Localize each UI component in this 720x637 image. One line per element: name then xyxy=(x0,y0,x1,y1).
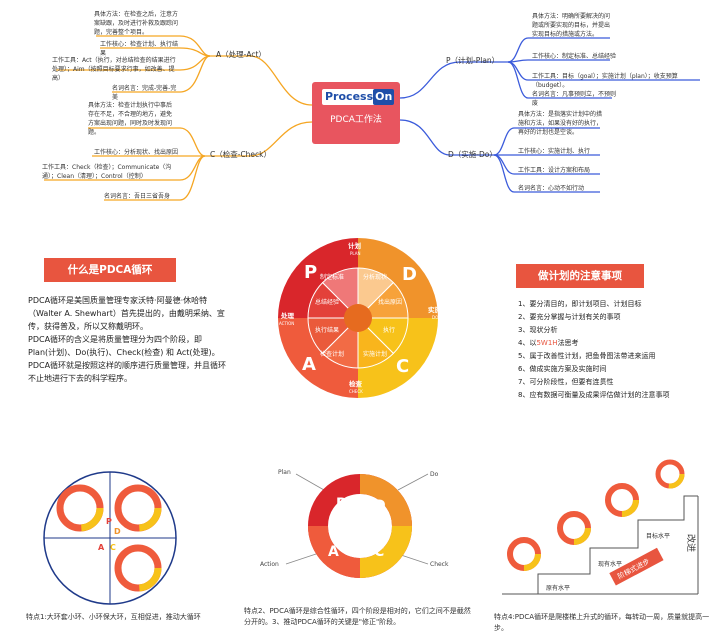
feature2-diagram: Plan Do Check Action P D C A xyxy=(256,462,456,602)
feature4-caption: 特点4:PDCA循环是爬楼梯上升式的循环，每转动一周，质量就提高一步。 xyxy=(494,612,716,634)
branch-c-label[interactable]: C（检查-Check） xyxy=(210,149,271,160)
wheel-inner-label-2: 分析现状 xyxy=(363,273,387,281)
feature1-diagram: P D A C xyxy=(30,468,190,608)
what-is-pdca-header: 什么是PDCA循环 xyxy=(44,258,176,282)
wheel-letter-d: D xyxy=(402,264,417,285)
plan-note-item: 5、属于改善性计划，把鱼骨图法带进来运用 xyxy=(518,350,708,363)
branch-p-item-tools: 工作工具：目标（goal）；实施计划（plan）；收支预算（budget）。 xyxy=(532,72,708,90)
what-is-pdca-body: PDCA循环是美国质量管理专家沃特·阿曼德·休哈特（Walter A. Shew… xyxy=(28,294,228,385)
branch-p-item-core: 工作核心：制定标准、总结经验 xyxy=(532,52,616,61)
logo-text-on: On xyxy=(373,89,394,105)
plan-note-item: 4、以5W1H法思考 xyxy=(518,337,708,350)
branch-d-item-method: 具体方法：是指落实计划中的措施和方法，如果没有好的执行，再好的计划也是空谈。 xyxy=(518,110,602,137)
plan-note-item: 1、要分清目的，即计划项目、计划目标 xyxy=(518,298,708,311)
feature2-label-do: Do xyxy=(430,471,439,478)
plan-note-item: 7、可分阶段性，但要有连贯性 xyxy=(518,376,708,389)
feature2-letter-a: A xyxy=(328,544,339,560)
wheel-label-do-en: DO xyxy=(432,315,438,320)
feature4-level-2: 现有水平 xyxy=(598,560,622,568)
wheel-inner-label-1: 制定标准 xyxy=(320,273,344,281)
branch-c-item-quote: 名词名言：吾日三省吾身 xyxy=(104,192,180,201)
branch-c-item-core: 工作核心：分析现状、找出原因 xyxy=(94,148,180,157)
feature2-letter-d: D xyxy=(374,498,386,514)
branch-d-item-tools: 工作工具：设计方案和布局 xyxy=(518,166,602,175)
wheel-inner-label-7: 执行结果 xyxy=(315,326,339,334)
wheel-label-action-cn: 处理 xyxy=(280,311,295,320)
plan-note-item: 8、应有数据可衡量及成果评估做计划的注意事项 xyxy=(518,389,708,402)
branch-c-item-tools: 工作工具：Check（检查）；Communicate（沟通）；Clean（清理）… xyxy=(42,163,180,181)
what-is-paragraph-1: PDCA循环是美国质量管理专家沃特·阿曼德·休哈特（Walter A. Shew… xyxy=(28,294,228,333)
feature1-letter-c: C xyxy=(110,543,116,552)
wheel-label-do-cn: 实施 xyxy=(428,305,442,314)
plan-note-item: 6、做成实施方案及实施时间 xyxy=(518,363,708,376)
feature1-caption: 特点1:大环套小环、小环保大环，互相促进，推动大循环 xyxy=(26,612,236,623)
feature4-side-label: 改进 xyxy=(685,534,697,552)
plan-note-item: 3、现状分析 xyxy=(518,324,708,337)
feature2-letter-c: C xyxy=(374,544,384,560)
branch-p-label[interactable]: P（计划-Plan） xyxy=(446,55,499,66)
wheel-inner-label-4: 执行 xyxy=(383,326,395,334)
wheel-label-action-en: ACTION xyxy=(279,321,294,326)
wheel-inner-label-5: 实施计划 xyxy=(363,350,387,358)
plan-notes-list: 1、要分清目的，即计划项目、计划目标 2、要充分掌握与计划有关的事项 3、现状分… xyxy=(518,298,708,402)
what-is-paragraph-3: PDCA循环就是按照这样的顺序进行质量管理，并且循环不止地进行下去的科学程序。 xyxy=(28,359,228,385)
feature1-letter-a: A xyxy=(98,543,105,552)
logo-text-process: Process xyxy=(325,89,373,105)
branch-d-item-quote: 名词名言：心动不如行动 xyxy=(518,184,602,193)
wheel-label-check-en: CHECK xyxy=(349,389,363,394)
branch-a-item-tools: 工作工具：Act（执行，对总结检查的结果进行处理）；Aim（按照目标要求行事，如… xyxy=(52,56,180,83)
branch-d-item-core: 工作核心：实施计划、执行 xyxy=(518,147,602,156)
wheel-hub xyxy=(344,304,372,332)
note-highlight: 5W1H xyxy=(536,339,557,347)
feature1-letter-d: D xyxy=(114,527,121,536)
wheel-label-check-cn: 检查 xyxy=(349,379,363,388)
plan-notes-header: 做计划的注意事项 xyxy=(516,264,644,288)
wheel-inner-label-8: 总结经验 xyxy=(315,298,339,306)
branch-a-label[interactable]: A（处理-Act） xyxy=(216,49,266,60)
feature2-letter-p: P xyxy=(336,496,346,512)
wheel-inner-label-3: 找出原因 xyxy=(378,298,402,306)
feature2-label-action: Action xyxy=(260,561,279,568)
feature4-level-3: 目标水平 xyxy=(646,532,670,540)
wheel-letter-a: A xyxy=(302,354,316,375)
feature2-caption: 特点2、PDCA循环是综合性循环，四个阶段是相对的，它们之间不是截然分开的。3、… xyxy=(244,606,474,628)
feature1-letter-p: P xyxy=(106,517,112,526)
feature2-label-plan: Plan xyxy=(278,469,291,476)
wheel-label-plan-cn: 计划 xyxy=(348,241,362,250)
branch-a-item-method: 具体方法：在检查之后，注意方案缺跟，及时进行补救及跟踪问题，完善整个项目。 xyxy=(94,10,180,37)
branch-p-item-quote: 名词名言：凡事预则立，不预则废 xyxy=(532,90,616,108)
wheel-letter-c: C xyxy=(396,356,409,377)
what-is-paragraph-2: PDCA循环的含义是将质量管理分为四个阶段，即Plan(计划)、Do(执行)、C… xyxy=(28,333,228,359)
branch-c-item-method: 具体方法：检查计划执行中事后存在不足，不合理的地方，避免方案出现问题，同时及时发… xyxy=(88,101,176,137)
branch-a-item-quote: 名词名言：完成-完善-完美 xyxy=(112,84,182,102)
branch-d-label[interactable]: D（实施-Do） xyxy=(448,149,497,160)
feature4-diagram: 原有水平 现有水平 目标水平 改进 阶梯式进步 xyxy=(498,456,708,606)
feature4-level-1: 原有水平 xyxy=(546,584,570,592)
wheel-label-plan-en: PLAN xyxy=(350,251,360,256)
pdca-wheel: P D C A 计划 PLAN 实施 DO 检查 CHECK 处理 ACTION… xyxy=(268,228,448,408)
plan-note-item: 2、要充分掌握与计划有关的事项 xyxy=(518,311,708,324)
wheel-letter-p: P xyxy=(304,262,317,283)
feature2-label-check: Check xyxy=(430,561,449,568)
branch-p-item-method: 具体方法：明确所要解决的问题或所要实现的目标，并提出实现目标的措施或方法。 xyxy=(532,12,614,39)
wheel-inner-label-6: 检查计划 xyxy=(320,350,344,358)
mindmap-center-title: PDCA工作法 xyxy=(312,112,400,125)
